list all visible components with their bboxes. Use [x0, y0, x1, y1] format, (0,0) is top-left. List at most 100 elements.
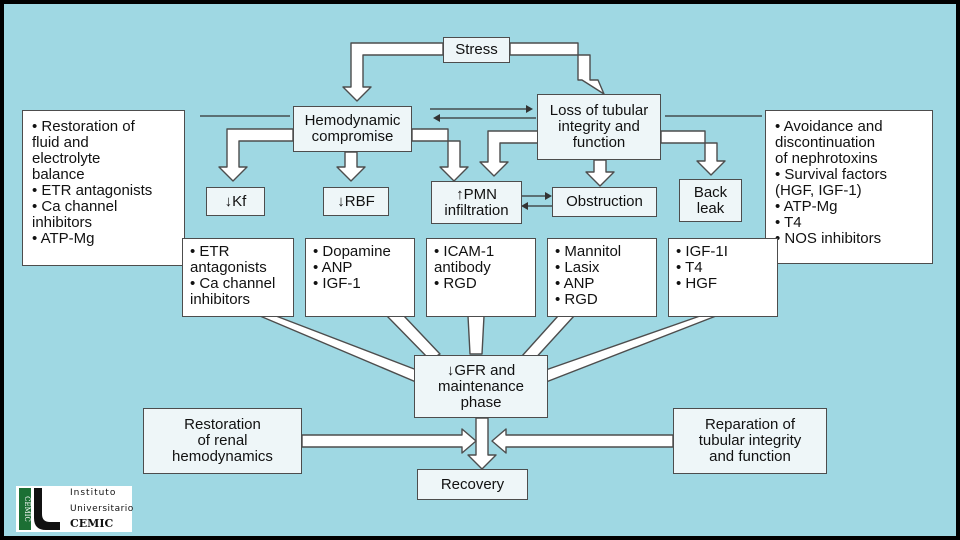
cemic-logo-mark-left-bar	[19, 488, 31, 530]
flow-arrows	[218, 42, 726, 470]
logo-line-universitario: Universitario	[70, 504, 134, 514]
reparation-label-line-3: and function	[709, 448, 791, 465]
loss-of-tubular-integrity-box: Loss of tubular integrity and function	[537, 94, 661, 160]
cemic-logo-vertical-text: CEMIC	[23, 496, 31, 522]
logo-line-instituto: Instituto	[70, 488, 117, 498]
treatment-2-line-3: • IGF-1	[313, 275, 361, 292]
obstruction-label: Obstruction	[566, 193, 643, 210]
hemodynamic-label-line-2: compromise	[311, 128, 394, 145]
pmn-label-line-1: ↑PMN	[456, 185, 497, 203]
left-treatment-panel: • Restoration of fluid and electrolyte b…	[22, 110, 185, 266]
right-panel-line-3: of nephrotoxins	[775, 150, 878, 167]
treatment-5-line-1: • IGF-1I	[676, 243, 728, 260]
arrow-hemodynamic-to-rbf	[336, 151, 366, 182]
cemic-logo: CEMIC Instituto Universitario CEMIC	[16, 486, 134, 532]
loss-label-line-1: Loss of tubular	[549, 102, 649, 119]
right-panel-line-6: • ATP-Mg	[775, 198, 838, 215]
left-panel-line-4: balance	[32, 166, 85, 183]
kf-box: ↓Kf	[206, 187, 265, 216]
right-panel-line-2: discontinuation	[775, 134, 876, 151]
treatment-4-line-3: • ANP	[555, 275, 595, 292]
arrow-stress-to-loss	[509, 42, 605, 95]
treatment-3-line-3: • RGD	[434, 275, 477, 292]
treatment-5-line-2: • T4	[676, 259, 703, 276]
reparation-label-line-1: Reparation of	[704, 416, 796, 433]
logo-line-cemic: CEMIC	[70, 517, 114, 530]
right-panel-line-8: • NOS inhibitors	[775, 230, 882, 247]
treatment-box-5: • IGF-1I • T4 • HGF	[668, 238, 778, 317]
pmn-obstruction-arrowhead-right	[545, 192, 552, 200]
treatment-4-line-1: • Mannitol	[555, 243, 622, 260]
left-panel-line-1: • Restoration of	[32, 118, 135, 135]
back-leak-label-line-2: leak	[696, 199, 725, 217]
treatment-4-line-4: • RGD	[555, 291, 598, 308]
left-panel-line-6: • Ca channel	[32, 198, 118, 215]
treatment-box-2: • Dopamine • ANP • IGF-1	[305, 238, 415, 317]
treatment-box-1: • ETR antagonists • Ca channel inhibitor…	[182, 238, 294, 317]
cemic-logo-mark: CEMIC	[16, 486, 62, 532]
obstruction-box: Obstruction	[552, 187, 657, 217]
rbf-box: ↓RBF	[323, 187, 389, 216]
kf-label: ↓Kf	[224, 192, 247, 210]
hemo-loss-arrowhead-left	[433, 114, 440, 122]
restoration-label-line-3: hemodynamics	[172, 448, 273, 465]
gfr-maintenance-phase-box: ↓GFR and maintenance phase	[414, 355, 548, 418]
reparation-tubular-integrity-box: Reparation of tubular integrity and func…	[673, 408, 827, 474]
treatment-3-line-1: • ICAM-1	[434, 243, 495, 260]
rbf-label: ↓RBF	[337, 192, 375, 210]
connector-lines	[200, 105, 762, 210]
loss-label-line-2: integrity and	[558, 118, 640, 135]
gfr-label-line-3: phase	[460, 393, 502, 411]
gfr-label-line-1: ↓GFR and	[446, 361, 516, 379]
right-panel-line-7: • T4	[775, 214, 802, 231]
left-panel-line-5: • ETR antagonists	[32, 182, 153, 199]
treatment-1-line-2: antagonists	[190, 259, 267, 276]
left-panel-line-2: fluid and	[32, 134, 89, 151]
treatment-box-4: • Mannitol • Lasix • ANP • RGD	[547, 238, 657, 317]
treatment-4-line-2: • Lasix	[555, 259, 600, 276]
arrow-stress-to-hemodynamic	[342, 42, 444, 102]
recovery-label: Recovery	[440, 475, 505, 493]
arrow-reparation-to-center	[491, 428, 674, 454]
reparation-label-line-2: tubular integrity	[698, 432, 802, 449]
hemodynamic-label-line-1: Hemodynamic	[304, 112, 401, 129]
treatment-2-line-1: • Dopamine	[313, 243, 391, 260]
back-leak-label-line-1: Back	[693, 183, 728, 201]
gfr-label-line-2: maintenance	[438, 377, 524, 395]
right-panel-line-1: • Avoidance and	[775, 118, 883, 135]
treatment-3-line-2: antibody	[434, 259, 491, 276]
pmn-label-line-2: infiltration	[444, 201, 509, 219]
treatment-box-3: • ICAM-1 antibody • RGD	[426, 238, 536, 317]
arrow-loss-to-back-leak	[660, 130, 726, 176]
left-panel-line-7: inhibitors	[32, 214, 93, 231]
arrow-hemodynamic-to-kf	[218, 128, 294, 182]
treatment-2-line-2: • ANP	[313, 259, 353, 276]
hemo-loss-arrowhead-right	[526, 105, 533, 113]
treatment-1-line-3: • Ca channel	[190, 275, 276, 292]
right-panel-line-4: • Survival factors	[775, 166, 887, 183]
treatment-1-line-1: • ETR	[190, 243, 230, 260]
loss-label-line-3: function	[572, 134, 626, 151]
right-treatment-panel: • Avoidance and discontinuation of nephr…	[765, 110, 933, 264]
left-panel-line-8: • ATP-Mg	[32, 230, 95, 247]
pmn-obstruction-arrowhead-left	[521, 202, 528, 210]
treatment-1-line-4: inhibitors	[190, 291, 251, 308]
hemodynamic-compromise-box: Hemodynamic compromise	[293, 106, 412, 152]
arrow-gfr-to-recovery	[467, 417, 497, 470]
restoration-label-line-1: Restoration	[184, 416, 261, 433]
pmn-infiltration-box: ↑PMN infiltration	[431, 181, 522, 224]
right-panel-line-5: (HGF, IGF-1)	[775, 182, 862, 199]
recovery-box: Recovery	[417, 469, 528, 500]
restoration-renal-hemodynamics-box: Restoration of renal hemodynamics	[143, 408, 302, 474]
cemic-logo-mark-u-shape	[34, 488, 60, 530]
treatment-5-line-3: • HGF	[676, 275, 718, 292]
arrow-loss-to-obstruction	[585, 159, 615, 187]
restoration-label-line-2: of renal	[197, 432, 248, 449]
arrow-loss-to-pmn	[479, 130, 539, 177]
left-panel-line-3: electrolyte	[32, 150, 101, 167]
stress-box: Stress	[443, 37, 510, 63]
stress-label: Stress	[455, 41, 498, 58]
back-leak-box: Back leak	[679, 179, 742, 222]
arrow-restoration-to-center	[301, 428, 477, 454]
